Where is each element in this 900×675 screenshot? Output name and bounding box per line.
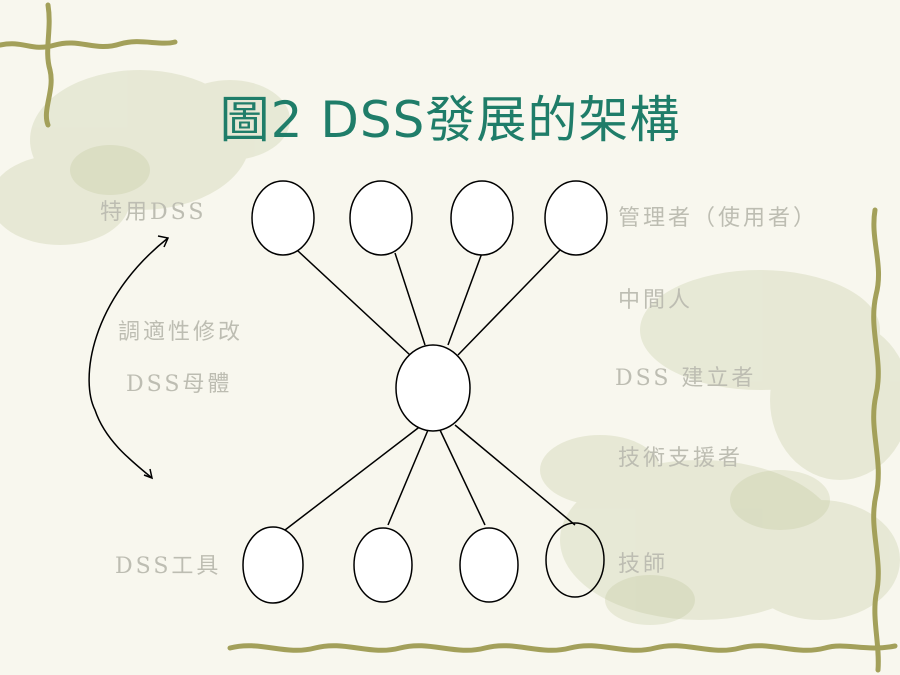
node-bottom-3 [459, 527, 519, 603]
connector-line [447, 252, 483, 346]
arrowhead-down [143, 468, 154, 480]
label-adaptive-modification: 調適性修改 [118, 320, 244, 345]
connector-line [387, 429, 429, 526]
slide-title: 圖2 DSS發展的架構 [219, 91, 681, 149]
connector-line [457, 249, 561, 356]
node-top-2 [349, 180, 413, 256]
connector-line [297, 250, 411, 356]
node-top-4 [544, 180, 608, 256]
node-bottom-2 [353, 527, 413, 603]
node-top-3 [450, 180, 514, 256]
connector-line [284, 424, 423, 531]
vine-top-left [0, 2, 178, 128]
label-managers: 管理者（使用者） [618, 206, 819, 231]
vine-right [871, 207, 881, 673]
adaptation-curve-arrow [88, 237, 169, 479]
label-dss-generator: DSS母體 [126, 372, 233, 397]
arrowhead-up [157, 235, 170, 248]
label-dss-tools: DSS工具 [115, 554, 222, 579]
connector-line [454, 424, 576, 526]
label-technician: 技師 [618, 552, 669, 577]
node-center [395, 344, 471, 432]
connector-line [394, 252, 426, 346]
label-specific-dss: 特用DSS [100, 200, 207, 225]
node-bottom-4 [545, 522, 605, 598]
label-intermediary: 中間人 [618, 288, 694, 313]
node-bottom-1 [242, 526, 304, 604]
connector-line [439, 429, 486, 526]
node-top-1 [251, 180, 315, 256]
vine-bottom [227, 643, 898, 653]
label-tech-support: 技術支援者 [618, 446, 744, 471]
label-dss-builder: DSS 建立者 [615, 366, 757, 391]
